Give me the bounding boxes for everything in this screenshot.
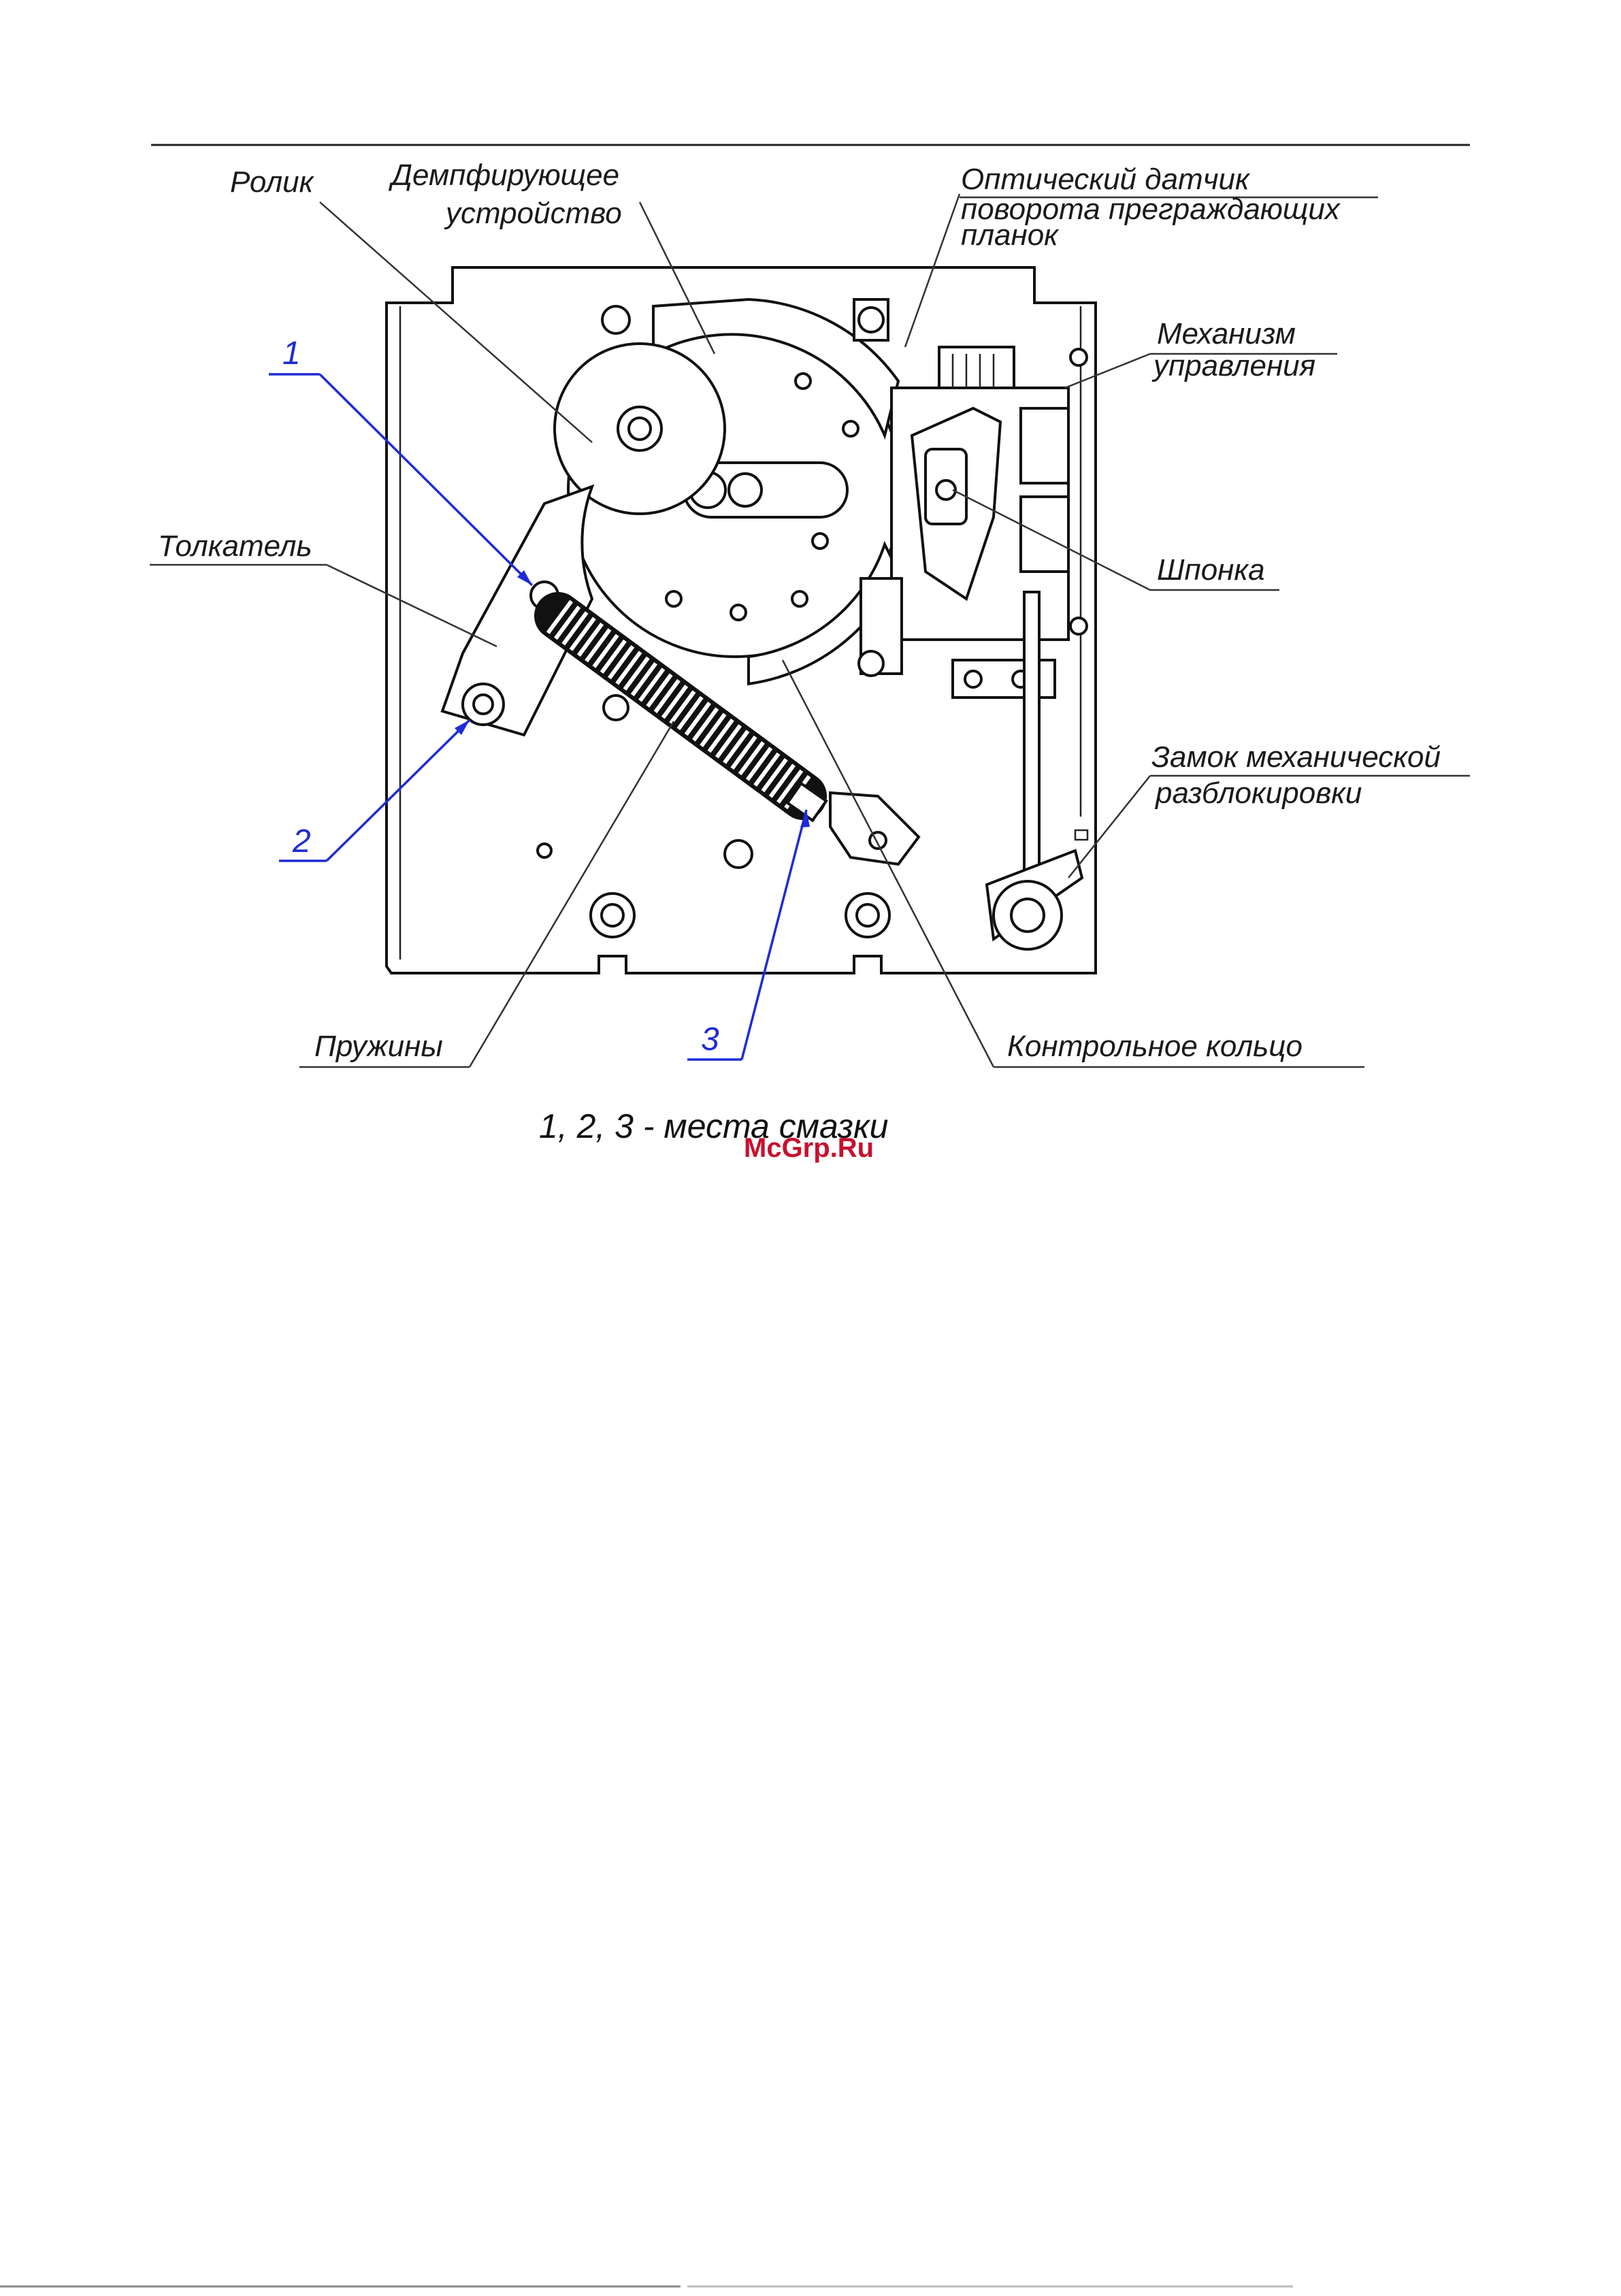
label-zamok-line2: разблокировки (1154, 776, 1362, 810)
callout-number-2: 2 (292, 823, 311, 859)
roller (555, 344, 725, 514)
label-zamok-line1: Замок механической (1151, 740, 1441, 774)
label-kontrol: Контрольное кольцо (1007, 1030, 1303, 1063)
callout-number-3: 3 (701, 1021, 719, 1057)
watermark: McGrp.Ru (744, 1133, 874, 1163)
label-optic-line3: планок (961, 218, 1060, 252)
label-dempf-line1: Демпфирующее (388, 159, 619, 192)
label-mech-line1: Механизм (1157, 317, 1296, 350)
label-shponka: Шпонка (1157, 553, 1265, 587)
label-dempf-line2: устройство (444, 197, 622, 230)
label-mech-line2: управления (1151, 349, 1315, 382)
label-optic-line1: Оптический датчик (961, 163, 1251, 196)
label-rolik: Ролик (230, 165, 315, 199)
label-tolkatel: Толкатель (158, 529, 312, 563)
callout-number-1: 1 (282, 335, 301, 372)
label-pruzhiny: Пружины (314, 1030, 443, 1063)
